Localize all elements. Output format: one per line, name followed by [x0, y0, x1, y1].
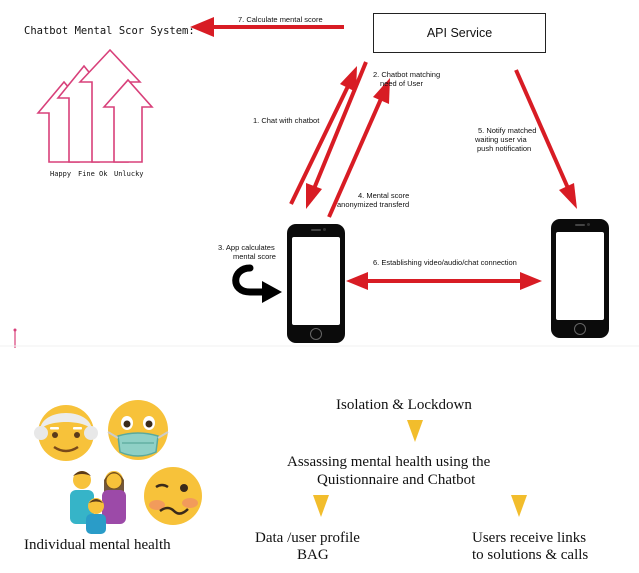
arrow-step4 [327, 78, 390, 218]
flow-step-assess-line2: Quistionnaire and Chatbot [317, 472, 476, 488]
step4-label-line2: anonymized transferd [337, 200, 410, 209]
flow-right-line2: to solutions & calls [472, 547, 589, 563]
step5-label-line1: 5. Notify matched [478, 126, 537, 135]
step3-label-line2: mental score [233, 252, 276, 261]
older-man-emoji [32, 397, 100, 465]
step7-label: 7. Calculate mental score [238, 15, 323, 24]
step5-label-line2: waiting user via [475, 135, 527, 144]
arrow-step1 [289, 66, 357, 205]
mood-label-unlucky: Unlucky [114, 170, 144, 178]
mood-label-ok: Ok [99, 170, 108, 178]
mood-label-fine: Fine [78, 170, 95, 178]
step4-label-line1: 4. Mental score [358, 191, 410, 200]
individual-label: Individual mental health [24, 537, 171, 553]
flow-arrows [313, 420, 527, 517]
matched-user-phone-icon [551, 219, 609, 338]
flow-arrow-right [511, 495, 527, 517]
step2-label-line2: need of User [380, 79, 423, 88]
flow-step-isolation: Isolation & Lockdown [336, 397, 472, 413]
api-service-box: API Service [373, 13, 546, 53]
flow-left-line1: Data /user profile [255, 530, 360, 546]
flow-arrow-left [313, 495, 329, 517]
arrow-step2 [306, 61, 368, 209]
flow-left-line2: BAG [297, 547, 329, 563]
left-marker-icon [13, 328, 17, 348]
step6-label: 6. Establishing video/audio/chat connect… [373, 258, 517, 267]
face-with-medical-mask-emoji [104, 396, 172, 464]
arrow-step7 [190, 17, 344, 37]
flow-arrow-down [407, 420, 423, 442]
family-emoji [62, 466, 134, 536]
arrow-step5 [514, 69, 577, 209]
woozy-face-emoji [140, 463, 206, 529]
mood-label-happy: Happy [50, 170, 72, 178]
flow-step-assess-line1: Assassing mental health using the [287, 454, 491, 470]
arrow-step6 [346, 272, 542, 290]
diagram-title: Chatbot Mental Scor System: [24, 25, 195, 37]
step3-label-line1: 3. App calculates [218, 243, 275, 252]
loop-arrow-icon [232, 264, 282, 303]
user-phone-icon [287, 224, 345, 343]
flow-right-line1: Users receive links [472, 530, 587, 546]
mood-arrows-icon [36, 48, 154, 163]
step2-label-line1: 2. Chatbot matching [373, 70, 441, 79]
step5-label-line3: push notification [477, 144, 532, 153]
step1-label: 1. Chat with chatbot [253, 116, 320, 125]
